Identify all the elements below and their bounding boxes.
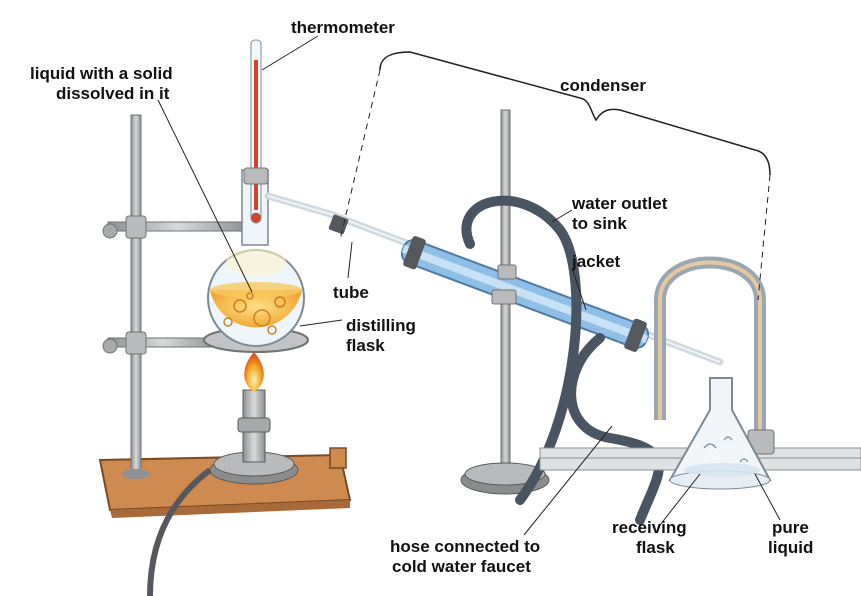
label-thermometer: thermometer	[291, 18, 395, 37]
stand-rod-left	[122, 114, 150, 479]
condenser-clamp-lower	[491, 289, 517, 305]
leader-lines	[157, 35, 781, 536]
condenser-bracket	[379, 51, 771, 176]
condenser	[328, 214, 650, 352]
hose-inlet	[566, 333, 664, 525]
receiving-flask	[668, 377, 772, 490]
burner-flame	[244, 352, 264, 392]
label-receiving-line-1: receiving	[612, 518, 687, 537]
label-distilling-line-1: distilling	[346, 316, 416, 335]
label-liquid-line-1: liquid with a solid	[30, 64, 173, 83]
label-pure-line-1: pure	[772, 518, 809, 537]
label-distilling-line-2: flask	[346, 336, 385, 355]
hose-outlet	[461, 195, 582, 505]
label-condenser: condenser	[560, 76, 646, 95]
condenser-clamp-upper	[497, 264, 517, 280]
label-tube: tube	[333, 283, 369, 302]
label-water-outlet-line-1: water outlet	[572, 194, 668, 213]
label-water-outlet-line-2: to sink	[572, 214, 627, 233]
label-liquid-line-2: dissolved in it	[56, 84, 170, 103]
label-pure-line-2: liquid	[768, 538, 814, 557]
label-jacket: jacket	[572, 252, 621, 271]
faucet	[654, 256, 775, 455]
bunsen-burner	[147, 389, 299, 596]
label-hose-line-2: cold water faucet	[392, 557, 531, 576]
clamp-upper	[102, 215, 249, 239]
label-receiving-line-2: flask	[636, 538, 675, 557]
thermometer	[243, 39, 269, 224]
label-hose-line-1: hose connected to	[390, 537, 541, 556]
